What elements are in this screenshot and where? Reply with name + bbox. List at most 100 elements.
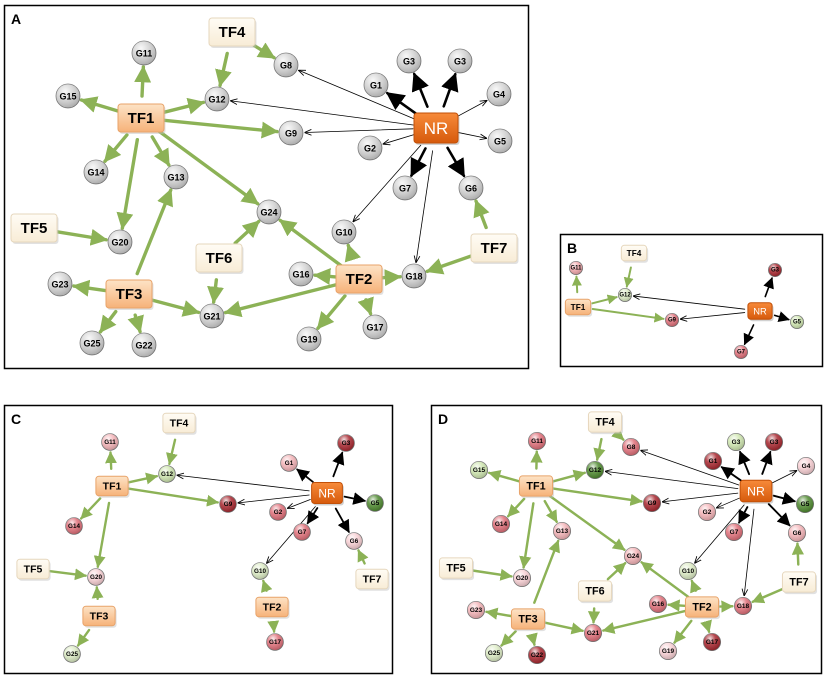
gene-gloss bbox=[618, 288, 632, 302]
tf-node-tf2: TF2 bbox=[335, 264, 384, 295]
edge-TF2-G24 bbox=[640, 561, 690, 598]
gene-gloss bbox=[293, 523, 311, 541]
gene-gloss bbox=[679, 562, 697, 580]
gene-label: G2 bbox=[274, 509, 283, 516]
edge-TF3-G23 bbox=[72, 279, 109, 297]
gene-node-g7: G7 bbox=[392, 175, 418, 201]
gene-node-g11: G11 bbox=[568, 260, 583, 275]
gene-node-g1: G1 bbox=[280, 454, 298, 472]
edge-NR-G12 bbox=[231, 101, 414, 126]
tf-node-tf5: TF5 bbox=[438, 557, 475, 581]
gene-node-g12: G12 bbox=[158, 465, 176, 483]
gene-label: G19 bbox=[662, 648, 675, 655]
tf-box bbox=[16, 558, 50, 580]
gene-gloss bbox=[470, 461, 488, 479]
edge-TF4-G12 bbox=[593, 437, 606, 461]
nr-node: NR bbox=[739, 479, 774, 504]
edges bbox=[54, 41, 490, 334]
edges bbox=[48, 438, 369, 647]
gene-gloss bbox=[269, 503, 287, 521]
gene-label: G5 bbox=[371, 500, 380, 507]
edge-TF7-G18 bbox=[425, 253, 475, 275]
gene-node-g6: G6 bbox=[345, 532, 363, 550]
gene-label: G1 bbox=[370, 81, 382, 91]
edge-NR-G3 bbox=[763, 277, 774, 298]
edge-TF2-G21 bbox=[602, 609, 687, 634]
gene-node-g9: G9 bbox=[278, 120, 304, 146]
tf-label: TF1 bbox=[103, 481, 122, 493]
tf-label: TF3 bbox=[90, 611, 109, 623]
tf-node-tf1: TF1 bbox=[564, 298, 593, 317]
tf-box bbox=[255, 596, 289, 618]
tf-label: TF3 bbox=[116, 286, 143, 303]
edge-NR-G3 bbox=[332, 451, 345, 478]
edge-TF1-G13 bbox=[150, 135, 171, 167]
edge-TF1-G20 bbox=[93, 501, 111, 568]
gene-node-g3: G3 bbox=[726, 432, 746, 452]
edge-NR-G3 bbox=[441, 72, 459, 108]
edge-NR-G1 bbox=[385, 91, 419, 116]
tf-label: TF7 bbox=[789, 577, 808, 589]
nr-box bbox=[747, 302, 773, 320]
gene-gloss bbox=[101, 433, 119, 451]
gene-node-g10: G10 bbox=[331, 219, 357, 245]
gene-label: G10 bbox=[682, 568, 695, 575]
gene-gloss bbox=[624, 547, 642, 565]
gene-label: G15 bbox=[473, 467, 486, 474]
edge-NR-G3 bbox=[760, 450, 773, 475]
gene-label: G11 bbox=[104, 439, 116, 446]
nr-label: NR bbox=[424, 119, 449, 138]
gene-node-g17: G17 bbox=[362, 314, 388, 340]
edge-NR-G6 bbox=[767, 503, 791, 527]
edge-TF2-G17 bbox=[700, 619, 712, 633]
edge-TF7-G6 bbox=[357, 549, 369, 565]
edge-TF5-G20 bbox=[472, 568, 513, 581]
gene-node-g1: G1 bbox=[363, 72, 389, 98]
tf-box bbox=[208, 17, 256, 47]
gene-gloss bbox=[643, 494, 661, 512]
tf-label: TF6 bbox=[206, 250, 233, 267]
edge-TF3-G23 bbox=[485, 607, 512, 620]
gene-label: G16 bbox=[652, 601, 665, 608]
tf-box bbox=[82, 605, 116, 627]
nr-label: NR bbox=[747, 485, 765, 499]
edge-TF2-G16 bbox=[313, 268, 339, 285]
edge-NR-G1 bbox=[720, 466, 742, 482]
gene-gloss bbox=[280, 454, 298, 472]
gene-gloss bbox=[734, 345, 748, 359]
tf-node-tf4: TF4 bbox=[162, 412, 197, 435]
edge-TF1-G15 bbox=[79, 96, 122, 114]
gene-label: G3 bbox=[454, 57, 466, 67]
gene-label: G10 bbox=[254, 568, 266, 575]
nr-label: NR bbox=[753, 307, 767, 317]
gene-label: G20 bbox=[516, 575, 529, 582]
edge-TF3-G21 bbox=[148, 297, 201, 317]
gene-node-g1: G1 bbox=[703, 451, 723, 471]
gene-label: G24 bbox=[260, 208, 277, 218]
gene-node-g4: G4 bbox=[796, 456, 816, 476]
gene-node-g3: G3 bbox=[767, 262, 782, 277]
tf-box bbox=[10, 213, 58, 243]
tf-label: TF7 bbox=[363, 574, 382, 586]
gene-gloss bbox=[528, 646, 546, 664]
gene-gloss bbox=[65, 517, 83, 535]
edge-TF2-G18 bbox=[379, 269, 402, 287]
gene-label: G18 bbox=[737, 603, 750, 610]
gene-gloss bbox=[513, 569, 531, 587]
edge-TF1-G11 bbox=[571, 275, 582, 294]
edge-NR-G7 bbox=[306, 507, 320, 525]
tf-label: TF1 bbox=[571, 303, 586, 312]
gene-node-g23: G23 bbox=[466, 600, 486, 620]
edge-TF2-G21 bbox=[223, 282, 340, 318]
edge-TF3-G13 bbox=[533, 539, 560, 604]
gene-node-g11: G11 bbox=[101, 433, 119, 451]
gene-gloss bbox=[704, 452, 722, 470]
gene-node-g20: G20 bbox=[512, 568, 532, 588]
gene-gloss bbox=[219, 495, 237, 513]
gene-label: G3 bbox=[770, 439, 779, 446]
gene-node-g18: G18 bbox=[733, 596, 753, 616]
gene-gloss bbox=[734, 597, 752, 615]
gene-node-g22: G22 bbox=[131, 332, 157, 358]
